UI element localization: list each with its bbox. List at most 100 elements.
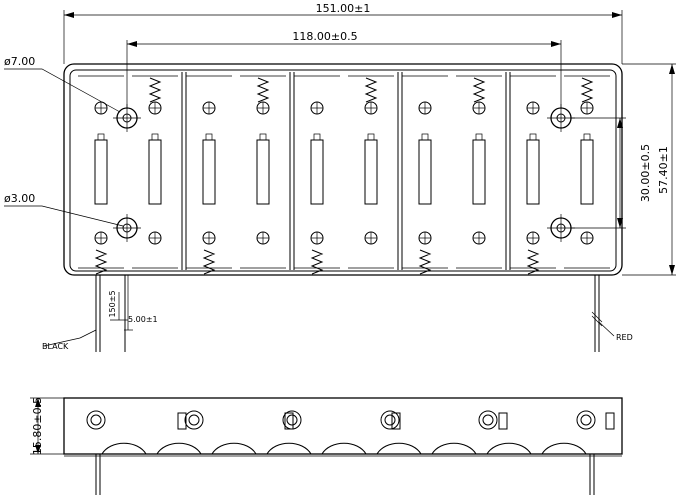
rivet-mark xyxy=(580,231,594,245)
spring-contact xyxy=(418,249,432,275)
overall-height-label: 57.40±1 xyxy=(657,146,670,194)
side-tab xyxy=(177,412,187,430)
rivet-mark xyxy=(148,101,162,115)
spring-contact xyxy=(310,249,324,275)
cell-cradle xyxy=(156,442,202,455)
dimension-side-height: 15.80±0.5 xyxy=(30,397,64,455)
cell-terminal xyxy=(472,139,486,205)
rivet-mark xyxy=(580,101,594,115)
red-lead-wire: RED xyxy=(591,275,633,352)
rivet-mark xyxy=(364,101,378,115)
side-tab xyxy=(284,412,294,430)
side-view-features xyxy=(86,410,615,455)
cell-compartments xyxy=(78,72,610,275)
side-tab xyxy=(498,412,508,430)
cell-cradle xyxy=(101,442,147,455)
mounting-hole-top-right xyxy=(547,104,575,132)
spring-contact xyxy=(256,77,270,103)
cell-cradle xyxy=(321,442,367,455)
spring-contact xyxy=(364,77,378,103)
rivet-mark xyxy=(94,231,108,245)
holder-body-inner xyxy=(69,69,617,272)
side-contact xyxy=(282,410,302,430)
side-contact xyxy=(478,410,498,430)
red-wire-label: RED xyxy=(616,333,633,342)
cell-cradle xyxy=(486,442,532,455)
side-contact xyxy=(184,410,204,430)
mounting-hole-bottom-left xyxy=(113,214,141,242)
cell-terminal xyxy=(580,139,594,205)
side-contact xyxy=(576,410,596,430)
dimension-hole-spacing-horizontal: 118.00±0.5 xyxy=(126,30,562,108)
spring-contact xyxy=(580,77,594,103)
hole-spacing-horizontal-label: 118.00±0.5 xyxy=(292,30,357,43)
large-hole-diameter-label: ø7.00 xyxy=(4,55,35,68)
rivet-mark xyxy=(526,101,540,115)
rivet-mark xyxy=(202,231,216,245)
cell-cradle xyxy=(541,442,587,455)
small-hole-diameter-label: ø3.00 xyxy=(4,192,35,205)
cell-terminal xyxy=(202,139,216,205)
lead-length-label: 150±5 xyxy=(108,290,117,317)
cell-terminal xyxy=(418,139,432,205)
rivet-mark xyxy=(472,101,486,115)
dimension-overall-length: 151.00±1 xyxy=(63,2,623,64)
rivet-mark xyxy=(526,231,540,245)
overall-length-label: 151.00±1 xyxy=(316,2,371,15)
cell-slot xyxy=(186,75,232,275)
spring-contact xyxy=(94,249,108,275)
rivet-mark xyxy=(364,231,378,245)
cell-slot xyxy=(564,75,610,269)
cell-slot xyxy=(348,72,403,270)
black-wire-label: BLACK xyxy=(42,342,69,351)
side-tab xyxy=(391,412,401,430)
lead-strip-label: 5.00±1 xyxy=(128,315,158,324)
dimension-overall-height: 57.40±1 xyxy=(622,63,676,276)
spring-contact xyxy=(202,249,216,275)
cell-cradle xyxy=(266,442,312,455)
cell-terminal xyxy=(256,139,270,205)
side-tab xyxy=(605,412,615,430)
side-height-label: 15.80±0.5 xyxy=(31,397,44,455)
callout-small-hole: ø3.00 xyxy=(4,192,124,227)
spring-contact xyxy=(526,249,540,275)
rivet-mark xyxy=(310,231,324,245)
cell-cradle xyxy=(431,442,477,455)
rivet-mark xyxy=(256,231,270,245)
black-lead-wire: 150±5 5.00±1 BLACK xyxy=(42,275,158,352)
dimension-hole-spacing-vertical: 30.00±0.5 xyxy=(571,117,652,229)
cell-terminal xyxy=(364,139,378,205)
side-contact xyxy=(380,410,400,430)
top-view: 151.00±1 118.00±0.5 30.00±0.5 57.40±1 xyxy=(4,2,676,352)
rivet-mark xyxy=(418,231,432,245)
cell-terminal xyxy=(310,139,324,205)
cell-slot xyxy=(510,75,556,275)
cell-terminal xyxy=(94,139,108,205)
rivet-mark xyxy=(148,231,162,245)
cell-terminal xyxy=(526,139,540,205)
cell-slot xyxy=(456,72,511,270)
rivet-mark xyxy=(310,101,324,115)
mounting-hole-top-left xyxy=(113,104,141,132)
cell-slot xyxy=(78,75,124,275)
cell-cradle xyxy=(376,442,422,455)
holder-body-outline xyxy=(63,63,623,276)
mounting-hole-bottom-right xyxy=(547,214,575,242)
callout-large-hole: ø7.00 xyxy=(4,55,121,113)
spring-contact xyxy=(472,77,486,103)
side-view-outline xyxy=(63,397,623,455)
cell-cradle xyxy=(211,442,257,455)
rivet-mark xyxy=(94,101,108,115)
cell-slot xyxy=(132,72,187,270)
hole-spacing-vertical-label: 30.00±0.5 xyxy=(639,144,652,202)
rivet-mark xyxy=(472,231,486,245)
rivet-mark xyxy=(256,101,270,115)
side-view: 15.80±0.5 xyxy=(30,397,623,495)
cell-slot xyxy=(240,72,295,270)
rivet-mark xyxy=(418,101,432,115)
rivet-mark xyxy=(202,101,216,115)
cell-slot xyxy=(294,75,340,275)
cell-terminal xyxy=(148,139,162,205)
cell-slot xyxy=(402,75,448,275)
